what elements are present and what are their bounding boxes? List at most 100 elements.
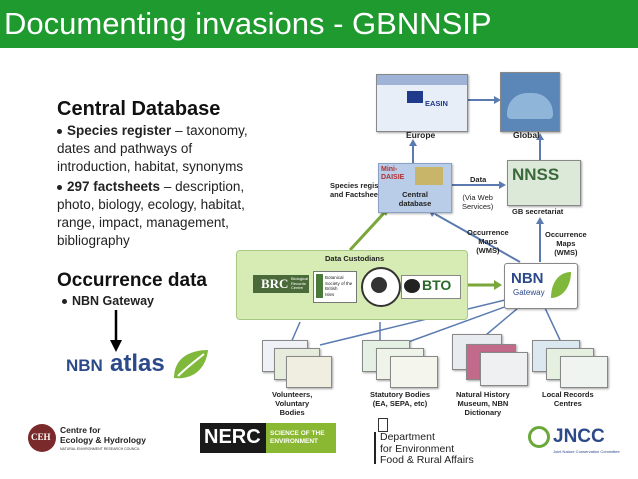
bullet2-line: photo, biology, ecology, habitat, bbox=[57, 197, 245, 212]
global-label: Global bbox=[513, 130, 540, 140]
species-register-bold: Species register bbox=[67, 123, 172, 138]
nerc-sub: SCIENCE OF THE ENVIRONMENT bbox=[270, 430, 325, 446]
jncc-ring-icon bbox=[528, 426, 550, 448]
central-database-heading: Central Database bbox=[57, 98, 221, 120]
nbn-atlas-logo: NBN atlas bbox=[66, 348, 211, 384]
europe-label: Europe bbox=[406, 130, 436, 140]
ceh-sub: NATURAL ENVIRONMENT RESEARCH COUNCIL bbox=[60, 447, 140, 451]
easin-header bbox=[377, 75, 467, 85]
species-register-line: Species register bbox=[330, 181, 388, 190]
nbn-gateway-bullet: NBN Gateway bbox=[62, 292, 154, 310]
plant-icon bbox=[316, 274, 323, 298]
source-nhm: Natural History Museum, NBN Dictionary bbox=[456, 390, 510, 417]
source-line: Natural History bbox=[456, 390, 510, 399]
ceh-abbr: CEH bbox=[31, 432, 51, 442]
bto-text: BTO bbox=[422, 277, 452, 293]
via-web-services: (Via Web Services) bbox=[462, 193, 493, 211]
source-line: Local Records bbox=[542, 390, 594, 399]
ceh-emblem: CEH bbox=[28, 424, 56, 452]
source-line: Centres bbox=[553, 399, 582, 408]
bullet-icon bbox=[57, 128, 62, 134]
webpage-thumb bbox=[390, 356, 438, 388]
bsbi-line: Isles bbox=[325, 291, 335, 297]
occurrence-maps-left: Occurrence Maps (WMS) bbox=[467, 228, 509, 255]
jncc-logo: JNCC Joint Nature Conservation Committee bbox=[528, 424, 638, 460]
bsbi-line: British bbox=[325, 286, 338, 291]
nhm-thumbnails bbox=[452, 334, 528, 386]
nerc-logo: NERC SCIENCE OF THE ENVIRONMENT bbox=[200, 423, 336, 453]
brc-text: BRC bbox=[261, 276, 289, 291]
source-line: Voluntary bbox=[275, 399, 310, 408]
ceh-line: Ecology & Hydrology bbox=[60, 435, 146, 445]
jncc-text: JNCC bbox=[553, 426, 605, 447]
brc-logo: BRC Biological Records Centre bbox=[253, 275, 309, 293]
source-line: Dictionary bbox=[464, 408, 502, 417]
gb-secretariat-label: GB secretariat bbox=[512, 207, 564, 216]
bullet1-line: – taxonomy, bbox=[171, 123, 248, 138]
leaf-icon bbox=[174, 350, 208, 379]
source-statutory: Statutory Bodies (EA, SEPA, etc) bbox=[370, 390, 430, 408]
ceh-name: Centre for Ecology & Hydrology bbox=[60, 425, 146, 445]
source-volunteers: Volunteers, Voluntary Bodies bbox=[272, 390, 312, 417]
source-line: (EA, SEPA, etc) bbox=[372, 399, 428, 408]
leaf-icon bbox=[551, 272, 571, 298]
globe-icon bbox=[507, 93, 553, 119]
bto-logo: BTO bbox=[401, 275, 461, 299]
source-line: Museum, NBN bbox=[457, 399, 509, 408]
defra-line: for Environment bbox=[380, 442, 455, 455]
society-seal-icon bbox=[361, 267, 401, 307]
species-register-label: Species register and Factsheets bbox=[330, 181, 388, 199]
nbn-gateway-text: NBN Gateway bbox=[72, 294, 154, 308]
bsbi-text: Botanical Society of the British Isles bbox=[325, 275, 352, 297]
central-db-line: Central bbox=[402, 190, 428, 199]
webpage-thumb bbox=[560, 356, 608, 388]
occ-maps-line: Maps bbox=[478, 237, 498, 246]
brc-sub-line: Centre bbox=[291, 285, 304, 290]
source-line: Statutory Bodies bbox=[370, 390, 431, 399]
occ-maps-line: (WMS) bbox=[554, 248, 578, 257]
defra-bar bbox=[374, 432, 376, 464]
bsbi-line: Botanical bbox=[325, 275, 344, 280]
bird-icon bbox=[404, 279, 420, 293]
source-line: Bodies bbox=[279, 408, 305, 417]
bullet1-line: introduction, habitat, synonyms bbox=[57, 159, 244, 174]
bullet-factsheets: 297 factsheets – description, photo, bio… bbox=[57, 178, 297, 250]
nnss-label: NNSS bbox=[512, 165, 560, 184]
bsbi-logo: Botanical Society of the British Isles bbox=[313, 271, 357, 303]
bsbi-line: Society of the bbox=[325, 280, 353, 286]
seal-center bbox=[371, 277, 387, 293]
statutory-thumbnails bbox=[362, 340, 438, 388]
data-custodians-label: Data Custodians bbox=[325, 254, 385, 263]
via-web-line: (Via Web bbox=[462, 193, 493, 202]
occ-maps-line: Occurrence bbox=[467, 228, 509, 237]
global-thumbnail bbox=[500, 72, 560, 132]
nbn-atlas-nbn: NBN bbox=[66, 356, 103, 375]
defra-text: Department for Environment Food & Rural … bbox=[380, 431, 474, 467]
crest-icon bbox=[378, 418, 388, 432]
brc-sub: Biological Records Centre bbox=[291, 276, 309, 291]
occurrence-data-heading: Occurrence data bbox=[57, 270, 207, 291]
nbn-atlas-atlas: atlas bbox=[110, 350, 165, 377]
bullet1-line: dates and pathways of bbox=[57, 141, 193, 156]
easin-thumbnail: EASIN bbox=[376, 74, 468, 132]
bullet2-line: – description, bbox=[160, 179, 245, 194]
brc-sub-line: Records bbox=[291, 280, 306, 286]
occurrence-maps-right: Occurrence Maps (WMS) bbox=[545, 230, 587, 257]
slide-title: Documenting invasions - GBNNSIP bbox=[4, 6, 492, 41]
easin-label: EASIN bbox=[425, 99, 448, 108]
bullet-icon bbox=[62, 299, 67, 305]
webpage-thumb bbox=[286, 356, 332, 388]
lrc-thumbnails bbox=[532, 340, 610, 388]
nerc-text: NERC bbox=[204, 426, 261, 448]
factsheets-bold: 297 factsheets bbox=[67, 179, 161, 194]
down-arrow-icon bbox=[110, 310, 122, 352]
occ-maps-line: (WMS) bbox=[476, 246, 500, 255]
nerc-sub-line: ENVIRONMENT bbox=[270, 438, 319, 445]
bee-photo bbox=[415, 167, 443, 185]
volunteers-thumbnails bbox=[262, 340, 332, 388]
mini-daisie-line: Mini- bbox=[381, 166, 398, 173]
brc-sub-line: Biological bbox=[291, 276, 309, 281]
central-db-label: Central database bbox=[387, 190, 443, 208]
ceh-line: Centre for bbox=[60, 425, 101, 435]
